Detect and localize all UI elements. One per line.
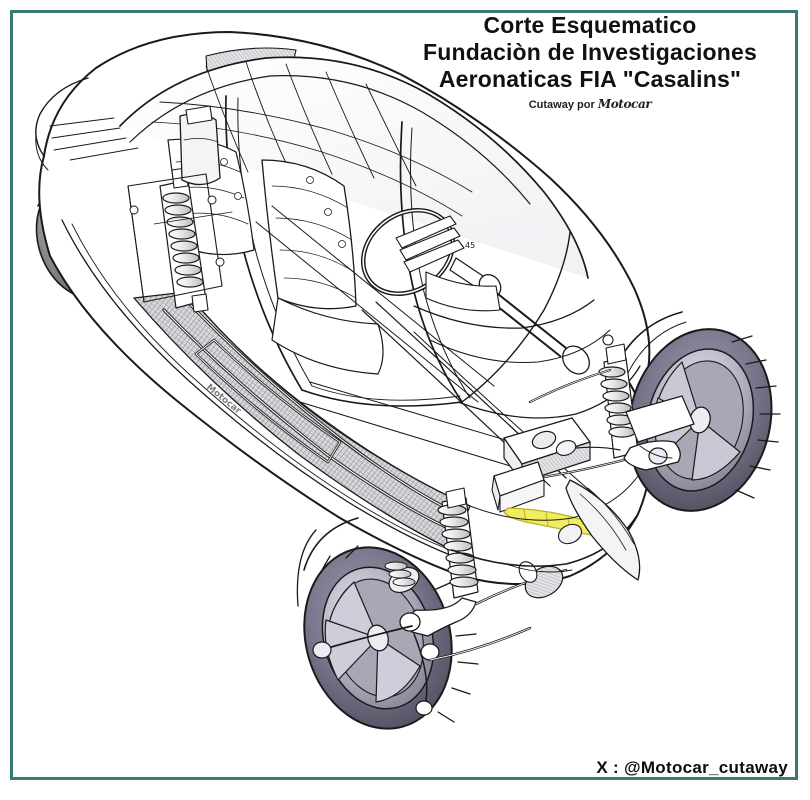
social-handle: X : @Motocar_cutaway	[596, 758, 788, 777]
rear-equipment-box	[127, 173, 233, 303]
front-nose-shading	[565, 479, 641, 581]
reservoir-tank	[179, 105, 221, 186]
control-module-box	[491, 461, 545, 513]
cutaway-illustration: 45	[10, 10, 798, 780]
powertrain-detail	[384, 430, 621, 599]
front-right-suspension	[528, 334, 695, 480]
rear-shock-absorber	[159, 167, 209, 313]
svg-text:45: 45	[465, 241, 475, 250]
front-left-wheel	[296, 517, 479, 730]
